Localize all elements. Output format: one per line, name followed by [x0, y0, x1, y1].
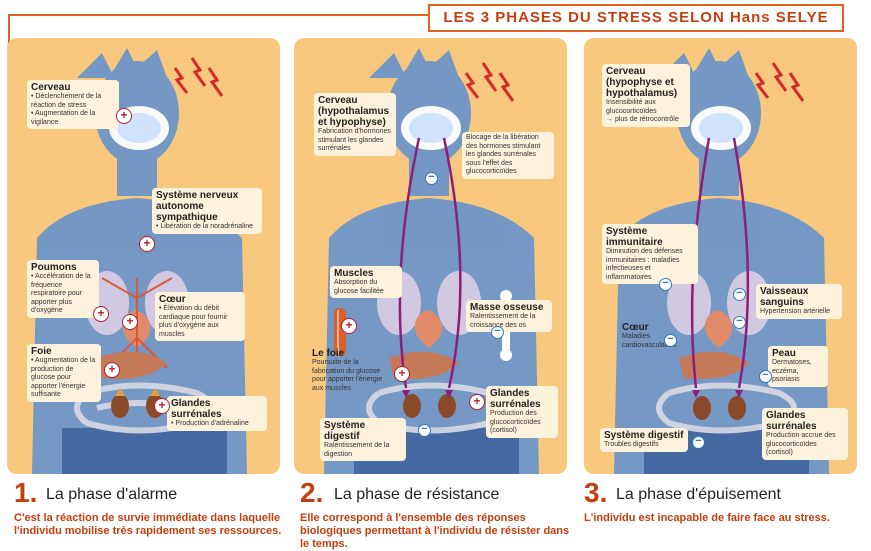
label-coeur: Cœur • Élévation du débit cardiaque pour… [155, 292, 245, 341]
label-cerveau: Cerveau • Déclenchement de la réaction d… [27, 80, 119, 129]
label-poumons: Poumons • Accélération de la fréquence r… [27, 260, 99, 318]
label-masse-osseuse: Masse osseuse Ralentissement de la crois… [466, 300, 552, 332]
phase-3-title: La phase d'épuisement [616, 486, 781, 503]
label-coeur: Cœur Maladies cardiovasculaires [622, 322, 677, 349]
panel-alarm: Cerveau • Déclenchement de la réaction d… [7, 38, 280, 474]
plus-icon: + [139, 236, 155, 252]
label-glandes-surrenales: Glandes surrénales • Production d'adréna… [167, 396, 267, 431]
label-vaisseaux-sanguins: Vaisseaux sanguins Hypertension artériel… [756, 284, 842, 319]
banner-line [8, 14, 428, 16]
minus-icon: − [733, 316, 746, 329]
panel-epuisement: Cerveau (hypophyse et hypothalamus) Inse… [584, 38, 857, 474]
plus-icon: + [116, 108, 132, 124]
minus-icon: − [733, 288, 746, 301]
label-systeme-nerveux: Système nerveux autonome sympathique • L… [152, 188, 262, 234]
label-foie: Foie • Augmentation de la production de … [27, 344, 101, 402]
phase-3-number: 3. [584, 477, 608, 508]
label-systeme-digestif: Système digestif Ralentissement de la di… [320, 418, 406, 461]
label-blocage: Blocage de la libération des hormones st… [462, 132, 554, 179]
label-foie: Le foie Poursuite de la fabrication du g… [312, 348, 383, 392]
minus-icon: − [418, 424, 431, 437]
minus-icon: − [664, 334, 677, 347]
phase-3-description: L'individu est incapable de faire face a… [584, 512, 830, 524]
label-peau: Peau Dermatoses, eczéma, psoriasis [768, 346, 828, 387]
label-glandes-surrenales: Glandes surrénales Production des glucoc… [486, 386, 558, 438]
plus-icon: + [341, 318, 357, 334]
label-glandes-surrenales: Glandes surrénales Production accrue des… [762, 408, 848, 460]
label-systeme-immunitaire: Système immunitaire Diminution des défen… [602, 224, 698, 284]
banner-line-vertical [8, 14, 10, 54]
plus-icon: + [104, 362, 120, 378]
minus-icon: − [491, 326, 504, 339]
plus-icon: + [122, 314, 138, 330]
plus-icon: + [469, 394, 485, 410]
label-muscles: Muscles Absorption du glucose facilitée [330, 266, 402, 298]
minus-icon: − [759, 370, 772, 383]
minus-icon: − [425, 172, 438, 185]
page-title: LES 3 PHASES DU STRESS SELON Hans SELYE [428, 4, 844, 32]
phase-2-description: Elle correspond à l'ensemble des réponse… [300, 512, 570, 550]
phase-1-title: La phase d'alarme [46, 486, 178, 503]
phase-1-description: C'est la réaction de survie immédiate da… [14, 512, 282, 537]
phase-2-title: La phase de résistance [334, 486, 500, 503]
page-title-name: Hans SELYE [729, 9, 829, 26]
label-systeme-digestif: Système digestif Troubles digestifs [600, 428, 688, 452]
plus-icon: + [394, 366, 410, 382]
label-cerveau: Cerveau (hypothalamus et hypophyse) Fabr… [314, 93, 396, 156]
label-cerveau: Cerveau (hypophyse et hypothalamus) Inse… [602, 64, 690, 127]
phase-2-number: 2. [300, 477, 324, 508]
panel-resistance: Cerveau (hypothalamus et hypophyse) Fabr… [294, 38, 567, 474]
phase-1-number: 1. [14, 477, 38, 508]
minus-icon: − [692, 436, 705, 449]
page-title-prefix: LES 3 PHASES DU STRESS SELON [443, 9, 725, 26]
plus-icon: + [93, 306, 109, 322]
minus-icon: − [659, 278, 672, 291]
plus-icon: + [154, 398, 170, 414]
